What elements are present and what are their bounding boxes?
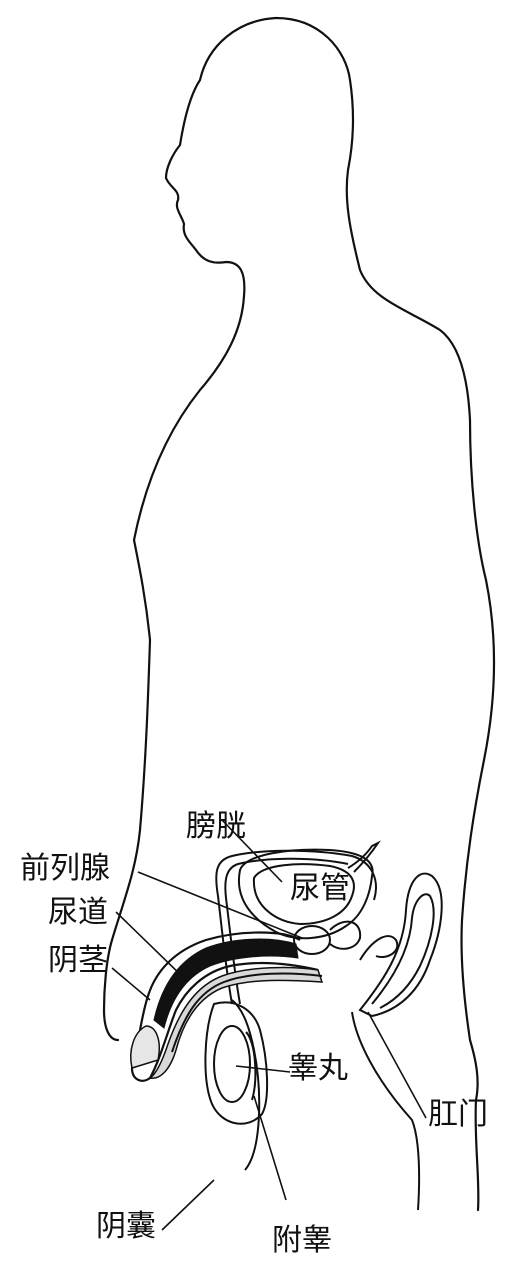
label-penis: 阴茎 (48, 943, 108, 978)
label-anus: 肛门 (428, 1097, 488, 1132)
leader-anus (367, 1011, 427, 1119)
rectum (358, 872, 443, 1018)
epididymis-body (245, 1031, 257, 1101)
label-prostate: 前列腺 (20, 851, 110, 886)
leader-epididymis (253, 1095, 287, 1201)
label-epididymis: 附睾 (272, 1223, 332, 1258)
body-silhouette (102, 16, 278, 1042)
urethra-channel (171, 972, 323, 1053)
leader-penis (111, 967, 151, 1001)
back-silhouette (274, 16, 496, 1212)
ureter-tube (347, 840, 381, 873)
pelvic-fold (359, 935, 399, 961)
label-bladder: 膀胱 (186, 809, 246, 844)
penis-outer (130, 931, 319, 1082)
prostate-gland (293, 925, 331, 955)
scrotum-outline (204, 1001, 269, 1125)
label-ureter: 尿管 (290, 871, 350, 906)
testis-body (213, 1025, 251, 1103)
corpus-cavernosum (153, 938, 299, 1029)
label-urethra: 尿道 (48, 895, 108, 930)
glans (130, 1025, 160, 1069)
bladder-inner (252, 863, 355, 926)
leader-scrotum (161, 1179, 215, 1231)
rectum-inner (371, 893, 435, 1009)
label-testis: 睾丸 (288, 1051, 348, 1086)
leader-testis (235, 1065, 291, 1073)
leader-prostate (137, 871, 303, 939)
seminal-vesicle (329, 920, 362, 950)
label-scrotum: 阴囊 (96, 1209, 156, 1244)
leader-urethra (115, 911, 187, 981)
perineum-line (351, 1011, 421, 1211)
leader-bladder (221, 819, 283, 883)
